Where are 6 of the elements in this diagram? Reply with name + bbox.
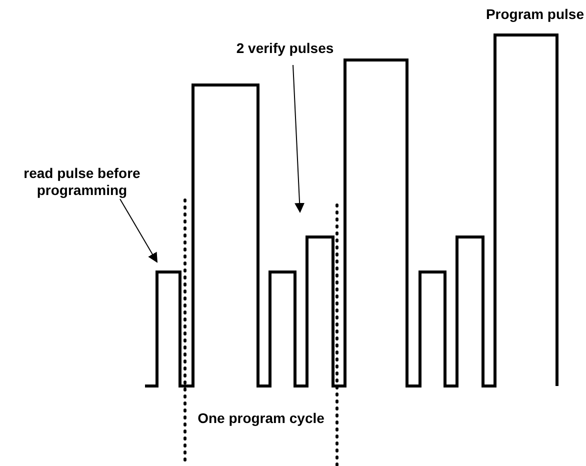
caption-label: One program cycle [196,410,326,427]
annotation-text: read pulse before programming [2,165,162,199]
leader-line [292,64,305,213]
annotation-text: 2 verify pulses [210,40,360,57]
caption-label: Program pulse [484,6,584,23]
leader-line [120,198,158,263]
